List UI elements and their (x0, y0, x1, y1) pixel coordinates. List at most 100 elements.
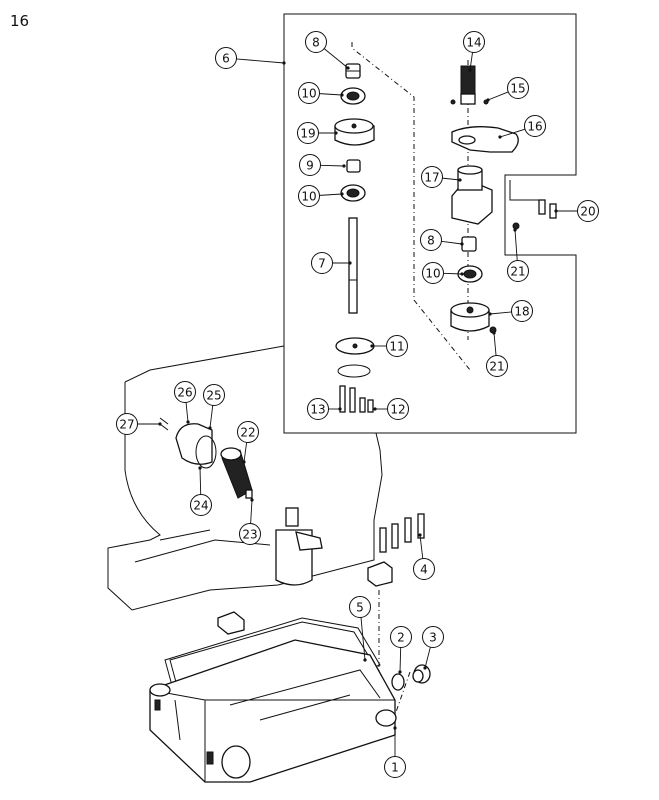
callout-c13: 13 (307, 398, 342, 420)
callout-c2: 2 (390, 626, 412, 674)
callout-circle (190, 494, 212, 516)
callout-circle (422, 262, 444, 284)
callout-leader-dot (282, 61, 286, 65)
callout-leader-dot (492, 331, 496, 335)
part-1-base (149, 639, 397, 783)
callout-circle (390, 626, 412, 648)
callout-leader (487, 91, 509, 101)
callout-label: 1 (391, 760, 399, 774)
callout-leader-dot (340, 93, 344, 97)
callout-leader-dot (242, 460, 246, 464)
callout-circle (387, 398, 409, 420)
callout-circle (463, 31, 485, 53)
part-8-nut-left (345, 63, 361, 79)
callout-leader (469, 52, 473, 71)
callout-label: 2 (397, 630, 405, 644)
callout-c25: 25 (203, 384, 225, 430)
callout-label: 3 (429, 630, 437, 644)
callout-label: 26 (177, 385, 192, 399)
callout-c3: 3 (422, 626, 444, 670)
callout-circle (237, 421, 259, 443)
part-18-flange (450, 302, 490, 332)
callout-circle (297, 122, 319, 144)
callout-c24: 24 (190, 466, 212, 516)
callout-leader (499, 128, 526, 138)
callout-leader-dot (370, 344, 374, 348)
callout-leader-dot (346, 66, 350, 70)
callout-label: 10 (301, 189, 316, 203)
part-10-bearing-upper (340, 87, 366, 105)
callout-c1: 1 (384, 726, 406, 778)
callout-leader (493, 332, 497, 356)
part-17-housing (451, 165, 493, 225)
part-22-23-motor-rotor (220, 447, 253, 499)
callout-leader-dot (334, 131, 338, 135)
callout-c9: 9 (299, 154, 346, 176)
callout-leader (443, 272, 463, 275)
callout-leader-dot (348, 261, 352, 265)
callout-circle (386, 335, 408, 357)
part-14-gear-shaft (460, 65, 476, 105)
callout-label: 14 (466, 35, 481, 49)
callout-c14: 14 (463, 31, 485, 72)
callout-leader (424, 647, 431, 669)
callout-circle (174, 381, 196, 403)
callout-label: 22 (240, 425, 255, 439)
part-10-bearing-middle (340, 184, 366, 202)
callout-leader (360, 617, 366, 661)
callout-leader-dot (423, 666, 427, 670)
callout-leader-dot (554, 209, 558, 213)
callout-circle (298, 82, 320, 104)
callout-label: 21 (489, 359, 504, 373)
part-9-nut (346, 159, 361, 173)
callout-leader (243, 442, 248, 463)
callout-label: 18 (514, 304, 529, 318)
callout-leader (185, 402, 189, 423)
callout-leader (514, 229, 518, 261)
detail-frame-notch-inner (509, 180, 540, 201)
callout-leader-dot (363, 658, 367, 662)
callout-c10b: 10 (298, 185, 344, 207)
callout-label: 20 (580, 204, 595, 218)
callout-c12: 12 (373, 398, 409, 420)
callout-leader (209, 405, 214, 429)
callout-leader (441, 240, 463, 245)
callout-c23: 23 (239, 498, 261, 545)
callout-c10a: 10 (298, 82, 344, 104)
callout-leader-dot (498, 135, 502, 139)
o-ring (337, 364, 371, 378)
callout-c16: 16 (498, 115, 546, 139)
callout-c22: 22 (237, 421, 259, 464)
callout-label: 25 (206, 388, 221, 402)
callout-label: 24 (193, 498, 208, 512)
callout-leader (250, 499, 253, 524)
callout-c17: 17 (421, 166, 462, 188)
callout-c11: 11 (370, 335, 408, 357)
callout-leader-dot (418, 533, 422, 537)
callout-label: 21 (510, 264, 525, 278)
page-number: 16 (10, 12, 30, 30)
callout-circle (203, 384, 225, 406)
callout-circle (524, 115, 546, 137)
callout-leader-dot (373, 407, 377, 411)
callout-leader-dot (460, 272, 464, 276)
callout-circle (511, 300, 533, 322)
bracket-small (217, 611, 245, 635)
callout-label: 27 (119, 417, 134, 431)
callout-leader (323, 48, 349, 69)
callout-leader-dot (338, 407, 342, 411)
callout-leader-dot (468, 68, 472, 72)
callout-circle (507, 77, 529, 99)
callout-c5: 5 (349, 596, 371, 662)
pump-motor-unit (275, 507, 323, 586)
part-26-27-25-24-end-cap (159, 417, 217, 469)
callout-circle (307, 398, 329, 420)
callout-label: 10 (301, 86, 316, 100)
callout-circle (384, 756, 406, 778)
callout-label: 17 (424, 170, 439, 184)
part-10-bearing-lower (457, 265, 483, 283)
callout-label: 9 (306, 158, 314, 172)
part-3-plug (412, 664, 431, 684)
